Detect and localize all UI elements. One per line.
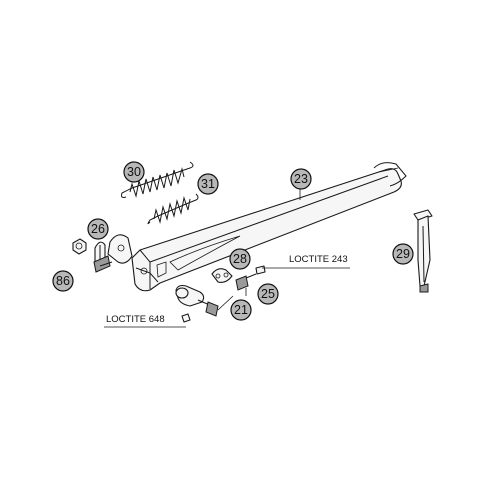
callout-86[interactable]: 86 [52,270,74,292]
svg-text:25: 25 [261,287,275,301]
loctite-243-label: LOCTITE 243 [289,254,348,265]
svg-text:30: 30 [127,165,141,179]
svg-text:21: 21 [234,303,248,317]
bushing-and-bolt [175,284,219,323]
callout-23[interactable]: 23 [290,168,312,190]
svg-text:86: 86 [56,274,70,288]
rubber-stopper [413,209,433,293]
svg-text:28: 28 [233,252,247,266]
upper-spring [121,161,194,198]
lower-spring [147,193,199,225]
nut [72,238,87,255]
loctite-648-label: LOCTITE 648 [106,314,165,325]
loctite-243-note: LOCTITE 243 [262,254,350,269]
loctite-648-note: LOCTITE 648 [104,314,186,328]
leader-21 [217,295,234,311]
callout-25[interactable]: 25 [257,283,279,305]
svg-text:23: 23 [294,172,308,186]
svg-text:26: 26 [91,222,105,236]
link-plate [211,268,233,283]
callout-21[interactable]: 21 [230,299,252,321]
callout-28[interactable]: 28 [229,248,251,270]
callout-30[interactable]: 30 [123,161,145,183]
callout-29[interactable]: 29 [392,243,414,265]
svg-text:29: 29 [396,247,410,261]
callout-31[interactable]: 31 [197,173,219,195]
pivot-bolt-assembly [93,234,133,273]
svg-text:31: 31 [201,177,215,191]
side-stand-leg [131,162,407,292]
callout-26[interactable]: 26 [87,218,109,240]
